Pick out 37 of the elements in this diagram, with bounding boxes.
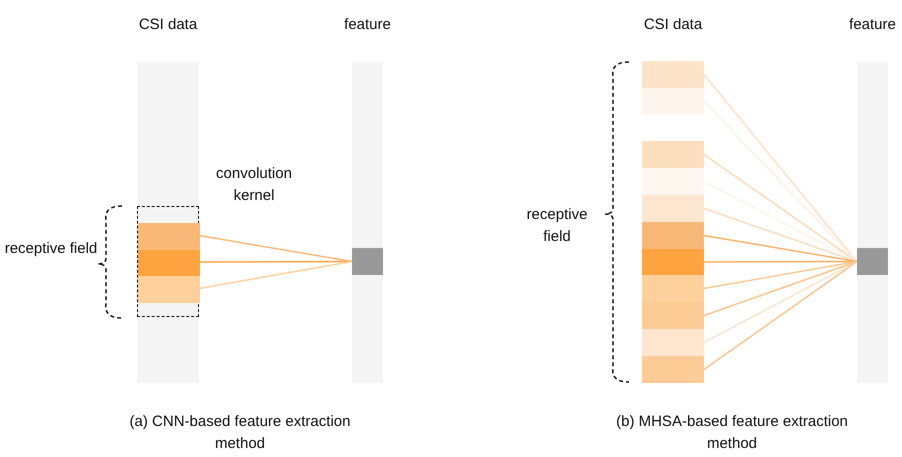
connector-line xyxy=(199,260,352,263)
connector-line xyxy=(704,154,858,262)
connector-line xyxy=(704,260,858,316)
data-cell xyxy=(642,61,704,88)
connector-line xyxy=(198,260,352,290)
data-cell xyxy=(138,276,200,303)
connector-line xyxy=(704,260,858,370)
feature-cell xyxy=(857,248,888,275)
column-heading: feature xyxy=(344,15,391,35)
bracket-label: receptive field xyxy=(526,205,588,247)
bracket-label: receptive field xyxy=(4,239,98,259)
data-cell xyxy=(642,275,704,302)
data-cell xyxy=(138,250,200,276)
data-cell xyxy=(642,141,704,168)
figure-caption: (b) MHSA-based feature extraction method xyxy=(615,412,849,454)
kernel-label: convolution kernel xyxy=(215,164,293,206)
connector-line xyxy=(704,260,858,290)
column-heading: CSI data xyxy=(138,15,198,35)
data-cell xyxy=(642,195,704,222)
connector-line xyxy=(198,234,352,262)
data-cell xyxy=(642,302,704,329)
connector-line xyxy=(704,234,858,262)
connector-line xyxy=(704,208,858,262)
connector-line xyxy=(704,260,858,344)
figure-caption: (a) CNN-based feature extraction method xyxy=(128,412,352,454)
feature-cell xyxy=(352,248,383,275)
connector-line xyxy=(704,180,858,262)
column-heading: feature xyxy=(849,15,896,35)
data-cell xyxy=(642,329,704,356)
data-cell xyxy=(138,223,200,250)
data-cell xyxy=(642,168,704,195)
connector-line xyxy=(704,260,857,263)
data-cell xyxy=(642,249,704,275)
data-cell xyxy=(642,222,704,249)
data-cell xyxy=(642,88,704,115)
data-cell xyxy=(642,356,704,383)
column-heading: CSI data xyxy=(642,15,704,35)
